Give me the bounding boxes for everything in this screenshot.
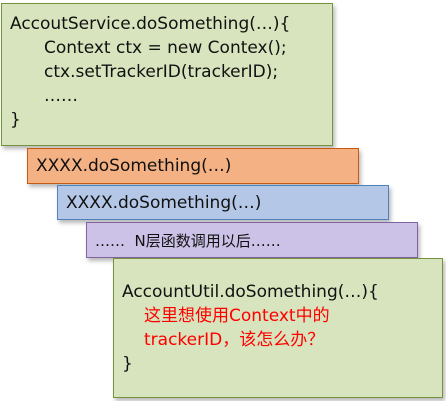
util-code-box: AccountUtil.doSomething(…){ 这里想使用Context… xyxy=(113,258,443,398)
util-method-signature: AccountUtil.doSomething(…){ xyxy=(122,282,379,302)
ellipsis-line: …… xyxy=(44,86,78,106)
context-creation-line: Context ctx = new Contex(); xyxy=(44,38,287,58)
closing-brace: } xyxy=(10,110,21,130)
call-level-1-box: XXXX.doSomething(…) xyxy=(27,148,359,184)
set-tracker-id-line: ctx.setTrackerID(trackerID); xyxy=(44,62,279,82)
call-level-n-text: …… N层函数调用以后…… xyxy=(95,232,281,250)
call-level-n-box: …… N层函数调用以后…… xyxy=(86,222,418,258)
call-level-1-text: XXXX.doSomething(…) xyxy=(36,156,232,176)
question-line-2: trackerID，该怎么办？ xyxy=(144,330,325,350)
question-line-1: 这里想使用Context中的 xyxy=(144,306,330,326)
util-closing-brace: } xyxy=(122,354,133,374)
service-code-box: AccoutService.doSomething(…){ Context ct… xyxy=(1,3,333,146)
service-method-signature: AccoutService.doSomething(…){ xyxy=(10,14,291,34)
call-level-2-box: XXXX.doSomething(…) xyxy=(57,185,389,220)
call-level-2-text: XXXX.doSomething(…) xyxy=(66,193,262,213)
